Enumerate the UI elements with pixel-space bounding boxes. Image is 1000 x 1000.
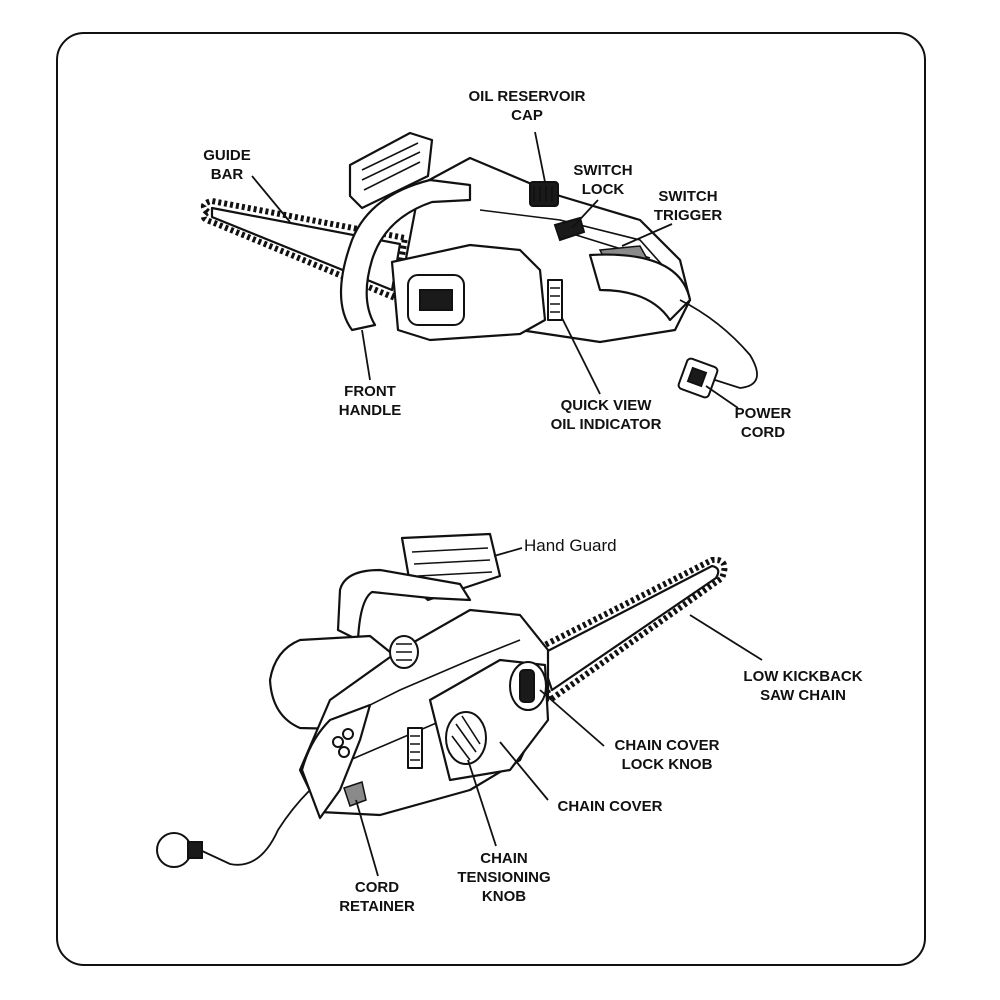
label-front-handle: FRONT HANDLE (338, 383, 402, 419)
diagram-frame (56, 32, 926, 966)
label-chain-tensioning-knob: CHAIN TENSIONING KNOB (457, 850, 551, 905)
bottom-guide-bar-chain (531, 556, 728, 705)
label-hand-guard: Hand Guard (524, 536, 617, 555)
label-low-kickback-saw-chain: LOW KICKBACK SAW CHAIN (743, 668, 863, 704)
label-cord-retainer: CORD RETAINER (339, 879, 415, 915)
label-oil-reservoir-cap: OIL RESERVOIR CAP (468, 88, 586, 124)
top-oil-indicator (547, 279, 563, 321)
bottom-leader-lines (355, 547, 763, 877)
bottom-cord-retainer-part (343, 781, 367, 807)
label-quick-view-oil-indicator: QUICK VIEW OIL INDICATOR (550, 397, 662, 433)
bottom-plug (156, 832, 192, 868)
bottom-top-handle (336, 568, 472, 642)
top-front-handle (339, 178, 472, 332)
bottom-power-cord (199, 789, 311, 866)
top-guide-bar-chain (200, 197, 409, 303)
top-rear-handle (588, 253, 692, 322)
label-guide-bar: GUIDE BAR (203, 147, 251, 183)
top-power-cord (679, 299, 758, 389)
label-chain-cover: CHAIN COVER (557, 798, 663, 815)
label-chain-cover-lock-knob: CHAIN COVER LOCK KNOB (614, 737, 720, 773)
bottom-guide-bar (538, 564, 720, 692)
top-hand-guard (348, 131, 434, 210)
top-leader-lines (251, 131, 739, 409)
label-switch-trigger: SWITCH TRIGGER (653, 188, 723, 224)
bottom-oil-indicator (407, 727, 423, 769)
top-chainsaw (200, 131, 758, 399)
label-power-cord: POWER CORD (734, 405, 792, 441)
top-oil-cap (529, 181, 559, 207)
top-motor-vent (419, 289, 453, 311)
label-switch-lock: SWITCH LOCK (573, 162, 633, 198)
bottom-chainsaw (156, 532, 728, 868)
